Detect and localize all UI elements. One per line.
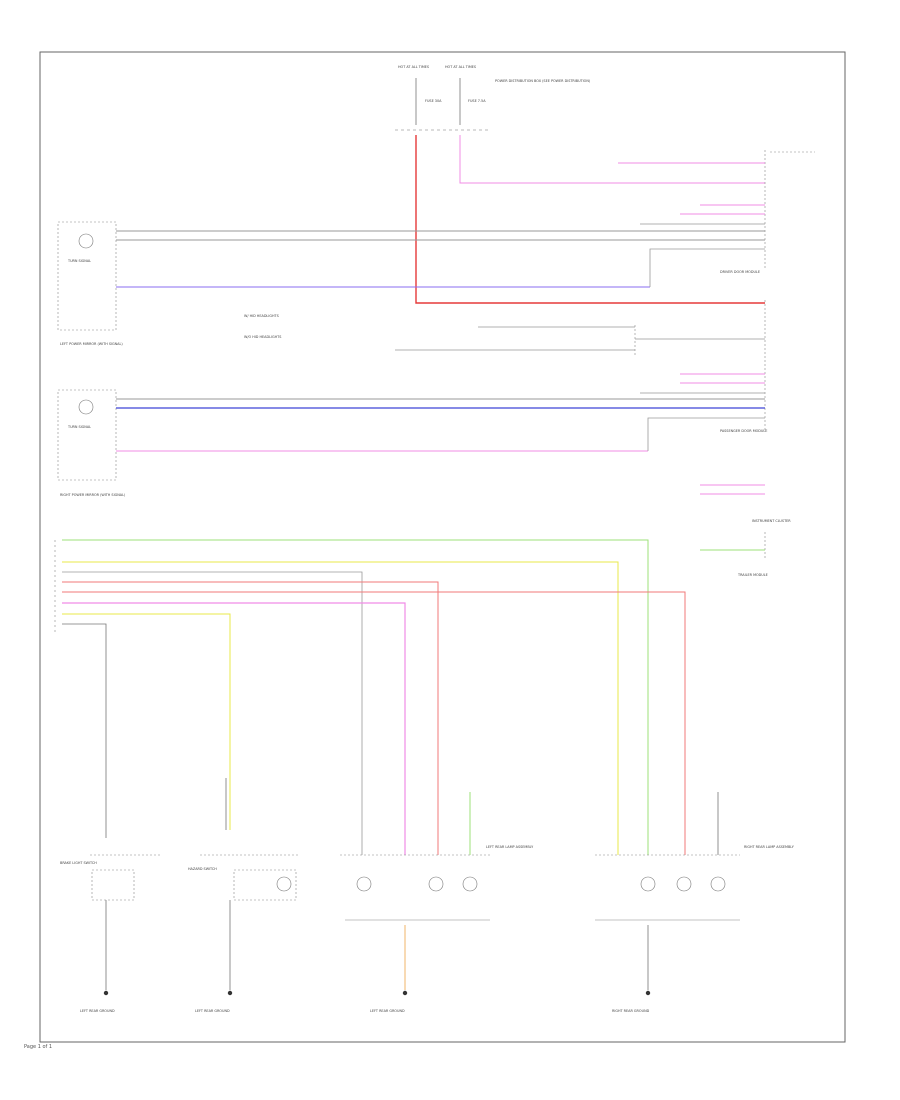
- instrument-cluster: INSTRUMENT CLUSTER TRAILER MODULE: [700, 484, 791, 577]
- diagram-border: [39, 51, 846, 1043]
- power-feed: HOT AT ALL TIMES HOT AT ALL TIMES POWER …: [395, 65, 765, 304]
- cluster-label: INSTRUMENT CLUSTER: [752, 519, 791, 523]
- brake-switch-label: BRAKE LIGHT SWITCH: [60, 861, 97, 865]
- hazard-switch: HAZARD SWITCH LEFT REAR GROUND: [188, 778, 300, 1013]
- trailer-module-label: TRAILER MODULE: [737, 573, 768, 577]
- right-rear-lamp: RIGHT REAR LAMP ASSEMBLY RIGHT REAR GROU…: [595, 792, 795, 1013]
- ground-1-label: LEFT REAR GROUND: [80, 1009, 115, 1013]
- right-rear-lamp-label: RIGHT REAR LAMP ASSEMBLY: [744, 845, 795, 849]
- legend-line-2: W/O HID HEADLIGHTS: [244, 335, 281, 339]
- passenger-door-module: PASSENGER DOOR MODULE: [395, 300, 767, 433]
- ground-3-label: LEFT REAR GROUND: [370, 1009, 405, 1013]
- fuse-left-label: FUSE 30A: [425, 99, 442, 103]
- left-rear-lamp: LEFT REAR LAMP ASSEMBLY LEFT REAR GROUND: [340, 792, 534, 1013]
- left-rear-lamp-label: LEFT REAR LAMP ASSEMBLY: [486, 845, 534, 849]
- right-mirror-label: RIGHT POWER MIRROR (WITH SIGNAL): [60, 493, 126, 497]
- fuse-right-label: FUSE 7.5A: [468, 99, 486, 103]
- driver-door-module: DRIVER DOOR MODULE: [618, 150, 815, 274]
- left-power-mirror: LEFT POWER MIRROR (WITH SIGNAL) TURN SIG…: [57, 221, 765, 346]
- ground-2-label: LEFT REAR GROUND: [195, 1009, 230, 1013]
- brake-light-switch: BRAKE LIGHT SWITCH LEFT REAR GROUND: [60, 854, 160, 1013]
- passenger-module-label: PASSENGER DOOR MODULE: [720, 429, 767, 433]
- hazard-switch-label: HAZARD SWITCH: [188, 867, 217, 871]
- hot-at-label-left: HOT AT ALL TIMES: [398, 65, 429, 69]
- power-dist-label: POWER DISTRIBUTION BOX (SEE POWER DISTRI…: [495, 79, 591, 83]
- legend-line-1: W/ HID HEADLIGHTS: [244, 314, 279, 318]
- rear-harness: [54, 539, 686, 855]
- legend: W/ HID HEADLIGHTS W/O HID HEADLIGHTS: [244, 314, 281, 339]
- page-number: Page 1 of 1: [24, 1044, 53, 1050]
- right-power-mirror: RIGHT POWER MIRROR (WITH SIGNAL) TURN SI…: [57, 389, 765, 497]
- hot-at-label-right: HOT AT ALL TIMES: [445, 65, 476, 69]
- ground-4-label: RIGHT REAR GROUND: [612, 1009, 650, 1013]
- driver-door-module-label: DRIVER DOOR MODULE: [720, 270, 760, 274]
- left-mirror-motor-label: TURN SIGNAL: [67, 259, 91, 263]
- left-mirror-label: LEFT POWER MIRROR (WITH SIGNAL): [60, 342, 123, 346]
- right-mirror-motor-label: TURN SIGNAL: [67, 425, 91, 429]
